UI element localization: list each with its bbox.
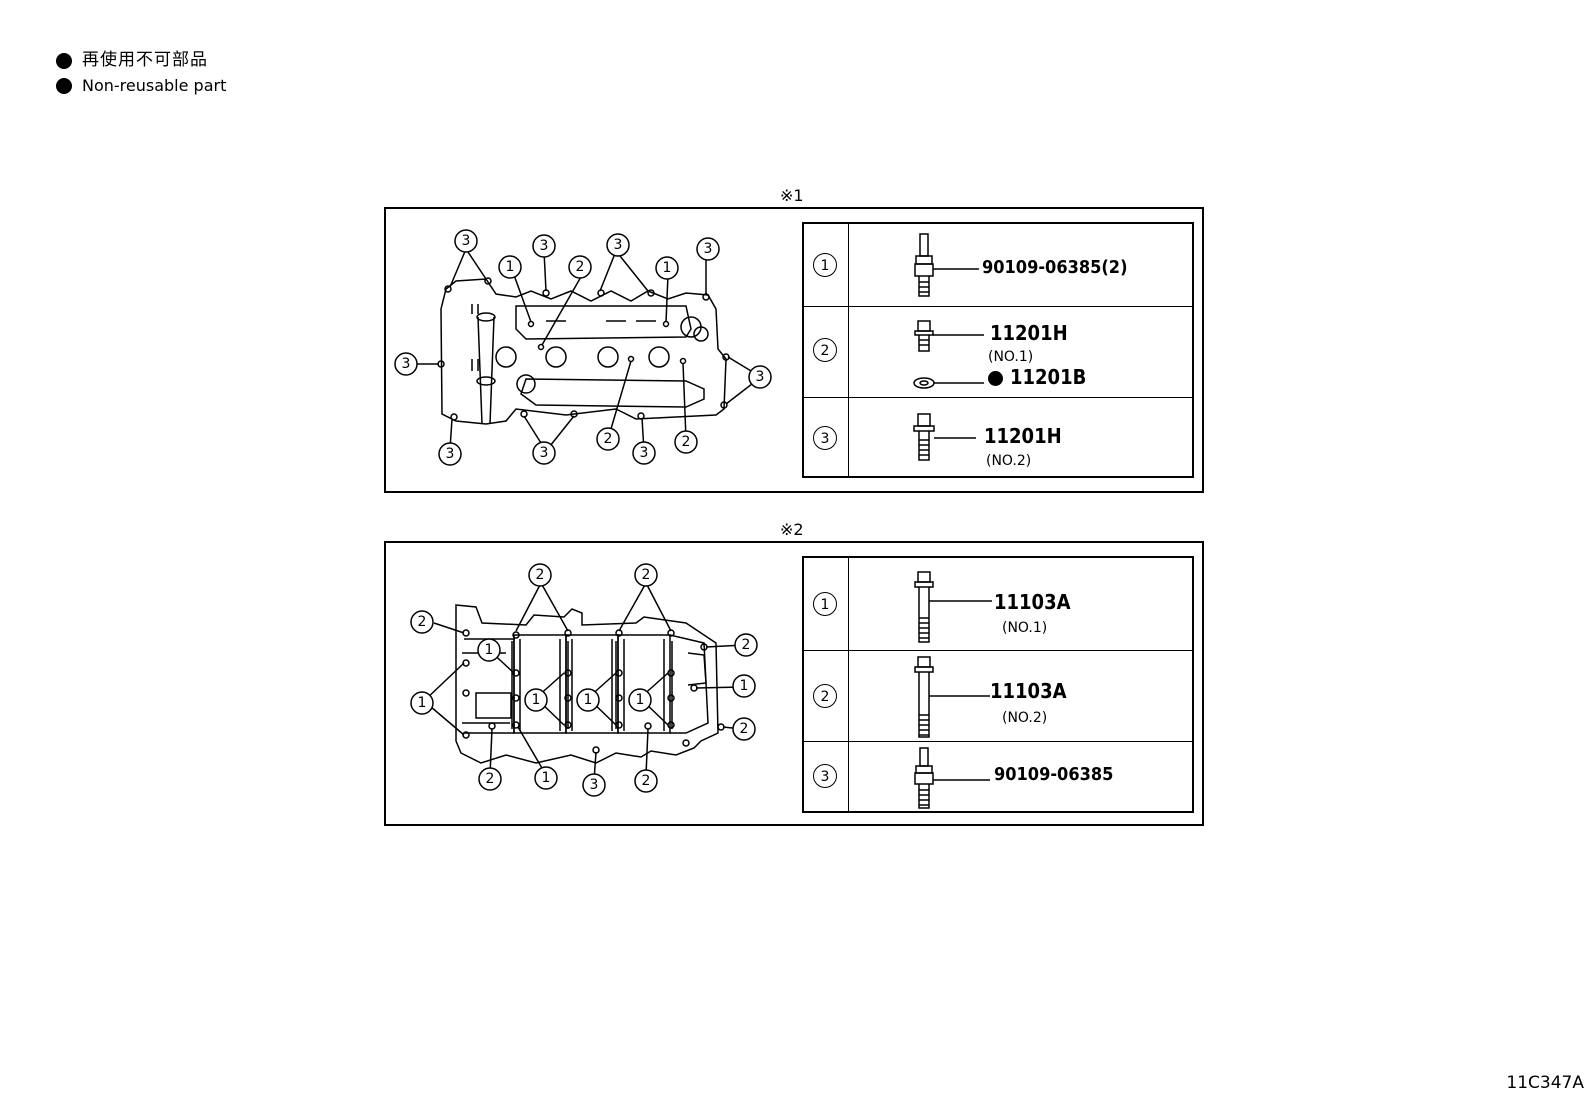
callout-2: 2 bbox=[486, 771, 495, 787]
bolt-washer-icon bbox=[913, 320, 984, 389]
callout-3: 3 bbox=[540, 238, 549, 254]
cylinder-head-cover-diagram: 3 3 3 3 1 2 1 3 3 3 3 2 3 2 bbox=[394, 229, 772, 466]
row-number-circle: 3 bbox=[813, 426, 837, 450]
parts-row-3: 3 90109-06385 bbox=[804, 741, 1192, 812]
section1-title: ※1 bbox=[780, 186, 804, 205]
part-number: 11201H bbox=[990, 321, 1068, 345]
part-number: 11103A bbox=[994, 590, 1071, 614]
callout-2: 2 bbox=[682, 434, 691, 450]
part-number-non-reusable: 11201B bbox=[1010, 365, 1087, 389]
callout-2: 2 bbox=[604, 431, 613, 447]
row-number-circle: 3 bbox=[813, 764, 837, 788]
callout-2: 2 bbox=[576, 259, 585, 275]
row-number-circle: 2 bbox=[813, 684, 837, 708]
row-number-cell: 1 bbox=[804, 224, 849, 306]
legend: 再使用不可部品 Non-reusable part bbox=[56, 48, 226, 98]
section1-parts-table: 1 90109-06385(2) 2 bbox=[802, 222, 1194, 478]
legend-row-en: Non-reusable part bbox=[56, 73, 226, 98]
callout-1: 1 bbox=[584, 692, 593, 708]
callout-1: 1 bbox=[740, 678, 749, 694]
row-number-circle: 1 bbox=[813, 592, 837, 616]
part-number: 11201H bbox=[984, 424, 1062, 448]
parts-row-1: 1 90109-06385(2) bbox=[804, 224, 1192, 306]
callout-3: 3 bbox=[756, 369, 765, 385]
callout-2: 2 bbox=[742, 637, 751, 653]
callout-3: 3 bbox=[640, 445, 649, 461]
legend-row-ja: 再使用不可部品 bbox=[56, 48, 226, 73]
callout-1: 1 bbox=[542, 770, 551, 786]
callout-2: 2 bbox=[642, 567, 651, 583]
non-reusable-dot-icon bbox=[56, 77, 72, 94]
row-number-cell: 3 bbox=[804, 742, 849, 812]
parts-row-3: 3 11201H (NO.2) bbox=[804, 397, 1192, 477]
part-number: 11103A bbox=[990, 679, 1067, 703]
callout-3: 3 bbox=[446, 446, 455, 462]
row-number-circle: 2 bbox=[813, 338, 837, 362]
row-number-cell: 2 bbox=[804, 651, 849, 742]
callout-3: 3 bbox=[540, 445, 549, 461]
non-reusable-dot-icon bbox=[56, 52, 72, 69]
callout-1: 1 bbox=[485, 642, 494, 658]
section2-callouts: 2 2 2 2 1 1 1 1 1 1 2 2 1 3 2 bbox=[410, 563, 758, 797]
cylinder-block-diagram: 2 2 2 2 1 1 1 1 1 1 2 2 1 3 2 bbox=[410, 563, 758, 797]
bolt-no2-icon bbox=[914, 656, 990, 738]
part-number: 90109-06385(2) bbox=[982, 257, 1128, 278]
part-number: 90109-06385 bbox=[994, 764, 1114, 785]
row-number-cell: 3 bbox=[804, 398, 849, 477]
callout-1: 1 bbox=[636, 692, 645, 708]
part-sub-label: (NO.2) bbox=[986, 453, 1032, 469]
row-number-cell: 2 bbox=[804, 307, 849, 398]
callout-2: 2 bbox=[418, 614, 427, 630]
parts-row-2: 2 11201H (NO.1) 11201B bbox=[804, 306, 1192, 398]
row-number-circle: 1 bbox=[813, 253, 837, 277]
section1-callouts: 3 3 3 3 1 2 1 3 3 3 3 2 3 2 bbox=[394, 229, 772, 466]
legend-ja-text: 再使用不可部品 bbox=[82, 50, 208, 70]
callout-2: 2 bbox=[642, 773, 651, 789]
callout-3: 3 bbox=[614, 237, 623, 253]
section2-parts-table: 1 11103A (NO.1) 2 bbox=[802, 556, 1194, 813]
section1-frame: 3 3 3 3 1 2 1 3 3 3 3 2 3 2 1 bbox=[384, 207, 1204, 493]
flange-bolt-icon bbox=[913, 413, 976, 461]
parts-row-1: 1 11103A (NO.1) bbox=[804, 558, 1192, 650]
callout-1: 1 bbox=[663, 260, 672, 276]
section2-frame: 2 2 2 2 1 1 1 1 1 1 2 2 1 3 2 1 bbox=[384, 541, 1204, 826]
part-sub-label: (NO.1) bbox=[1002, 620, 1048, 636]
figure-code: 11C347A bbox=[1506, 1073, 1584, 1093]
legend-en-text: Non-reusable part bbox=[82, 76, 227, 95]
non-reusable-dot-icon bbox=[988, 371, 1003, 386]
callout-1: 1 bbox=[532, 692, 541, 708]
bolt-no1-icon bbox=[914, 571, 992, 643]
callout-1: 1 bbox=[506, 259, 515, 275]
callout-3: 3 bbox=[462, 233, 471, 249]
callout-2: 2 bbox=[740, 721, 749, 737]
callout-2: 2 bbox=[536, 567, 545, 583]
callout-3: 3 bbox=[402, 356, 411, 372]
callout-3: 3 bbox=[590, 777, 599, 793]
part-sub-label: (NO.2) bbox=[1002, 710, 1048, 726]
section2-title: ※2 bbox=[780, 520, 804, 539]
row-number-cell: 1 bbox=[804, 558, 849, 650]
callout-3: 3 bbox=[704, 241, 713, 257]
stud-bolt-icon bbox=[914, 233, 979, 297]
stud-bolt-icon bbox=[914, 747, 990, 809]
parts-row-2: 2 11103A (NO.2) bbox=[804, 650, 1192, 742]
callout-1: 1 bbox=[418, 695, 427, 711]
part-sub-label: (NO.1) bbox=[988, 349, 1034, 365]
